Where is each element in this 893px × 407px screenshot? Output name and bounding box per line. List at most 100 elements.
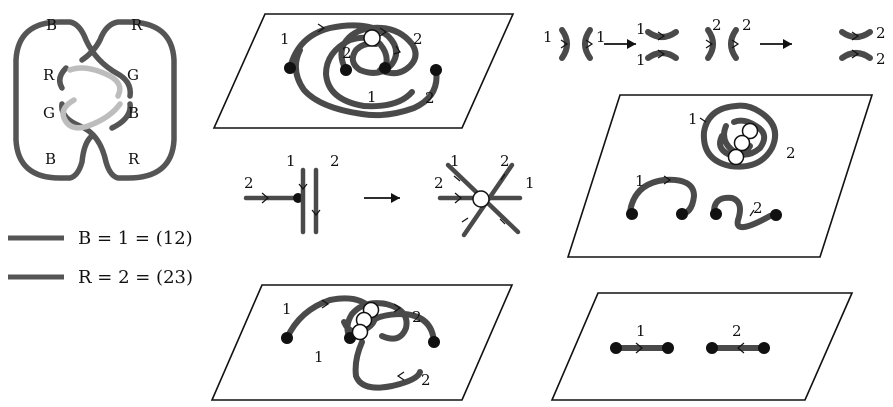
strand-2-right xyxy=(728,27,739,61)
endpoint xyxy=(430,64,442,76)
endpoint xyxy=(710,208,722,220)
endpoint xyxy=(293,193,303,203)
label-2-inner: 2 xyxy=(342,44,352,62)
legend-line-2: R = 2 = (23) xyxy=(78,267,193,288)
vertex xyxy=(472,190,490,208)
curve-1 xyxy=(627,176,697,217)
direction-tick xyxy=(317,23,401,55)
label-1-left: 1 xyxy=(282,300,292,318)
direction-tick xyxy=(261,183,321,216)
direction-tick xyxy=(560,39,594,49)
vertex xyxy=(363,29,381,47)
label-2-loop: 2 xyxy=(786,144,796,162)
arrow-head xyxy=(391,193,400,203)
middle-label-r: R xyxy=(43,66,55,84)
label-1-right: 1 xyxy=(525,174,535,192)
label-2-bottom: 2 xyxy=(421,371,431,389)
right-plane-panel: 1 2 1 2 xyxy=(566,94,874,258)
label-2-a: 2 xyxy=(712,16,722,34)
label-1-loop: 1 xyxy=(688,110,698,128)
direction-tick xyxy=(321,299,405,381)
label-1-topleft: 1 xyxy=(450,152,460,170)
curve-loop-mid xyxy=(721,117,768,158)
direction-tick xyxy=(657,31,666,59)
top-plane-panel: 1 2 2 1 2 xyxy=(212,13,515,129)
label-1-bottom: 1 xyxy=(367,88,377,106)
label-2-left: 2 xyxy=(244,174,254,192)
vertex xyxy=(741,122,759,140)
label-2-right: 2 xyxy=(412,308,422,326)
endpoint xyxy=(281,332,293,344)
vertex xyxy=(351,323,369,341)
label-1-curve: 1 xyxy=(635,172,645,190)
curve-2 xyxy=(344,300,410,342)
curve-4 xyxy=(367,311,437,345)
band-moves-panel: 1 1 1 1 2 2 2 2 xyxy=(543,16,886,69)
plane xyxy=(550,292,854,401)
label-1-top: 1 xyxy=(286,152,296,170)
middle-label-b: B xyxy=(128,104,139,122)
label-1-inner: 1 xyxy=(314,348,324,366)
middle-label-g-right: G xyxy=(127,66,139,84)
corner-label-br: R xyxy=(128,150,140,168)
arrow-head xyxy=(627,39,636,49)
label-1: 1 xyxy=(636,322,646,340)
direction-tick xyxy=(737,342,745,354)
label-2-curve: 2 xyxy=(753,199,763,217)
endpoint xyxy=(428,336,440,348)
final-plane-panel: 1 2 xyxy=(550,292,854,401)
endpoint xyxy=(676,208,688,220)
endpoint xyxy=(340,64,352,76)
strand-1-right xyxy=(582,27,593,61)
crossing-move-panel: 2 1 2 1 2 2 1 xyxy=(243,152,535,238)
endpoint xyxy=(770,209,782,221)
label-2-top: 2 xyxy=(330,152,340,170)
arrow-head xyxy=(783,39,792,49)
legend: B = 1 = (12) R = 2 = (23) xyxy=(8,228,193,288)
vertex xyxy=(733,134,751,152)
label-1-b: 1 xyxy=(596,28,606,46)
label-2-d: 2 xyxy=(876,50,886,68)
direction-tick xyxy=(635,342,643,354)
label-2-left: 2 xyxy=(434,174,444,192)
endpoint xyxy=(662,342,674,354)
curve-3 xyxy=(352,339,423,391)
direction-tick xyxy=(453,173,506,225)
direction-tick xyxy=(663,117,755,217)
label-1-a: 1 xyxy=(543,28,553,46)
label-1-c: 1 xyxy=(636,20,646,38)
direction-tick xyxy=(851,31,860,59)
label-2-topright: 2 xyxy=(500,152,510,170)
band-outline xyxy=(13,19,177,181)
corner-label-tl: B xyxy=(46,16,57,34)
curve-4 xyxy=(292,47,440,119)
curve-loop-inner xyxy=(717,133,753,159)
band-diagram: B R B R R G G B xyxy=(13,16,177,181)
curve-3 xyxy=(323,34,415,110)
plane xyxy=(566,94,874,258)
label-2-b: 2 xyxy=(742,16,752,34)
endpoint xyxy=(626,208,638,220)
label-2-bottom: 2 xyxy=(425,89,435,107)
endpoint xyxy=(284,62,296,74)
curve-2 xyxy=(711,194,773,230)
corner-label-bl: B xyxy=(45,150,56,168)
vertex xyxy=(727,148,745,166)
bottom-plane-panel: 1 2 1 2 xyxy=(210,284,514,401)
direction-tick xyxy=(705,39,740,49)
label-1-left: 1 xyxy=(280,30,290,48)
band-highlight xyxy=(60,65,123,131)
curve-1 xyxy=(287,22,400,76)
label-2: 2 xyxy=(732,322,742,340)
label-1-d: 1 xyxy=(636,51,646,69)
endpoint xyxy=(706,342,718,354)
endpoint xyxy=(610,342,622,354)
label-2-right: 2 xyxy=(413,30,423,48)
middle-label-g-left: G xyxy=(43,104,55,122)
endpoint xyxy=(379,62,391,74)
endpoint xyxy=(758,342,770,354)
label-2-c: 2 xyxy=(876,24,886,42)
curve-loop-outer xyxy=(700,102,778,170)
corner-label-tr: R xyxy=(131,16,143,34)
